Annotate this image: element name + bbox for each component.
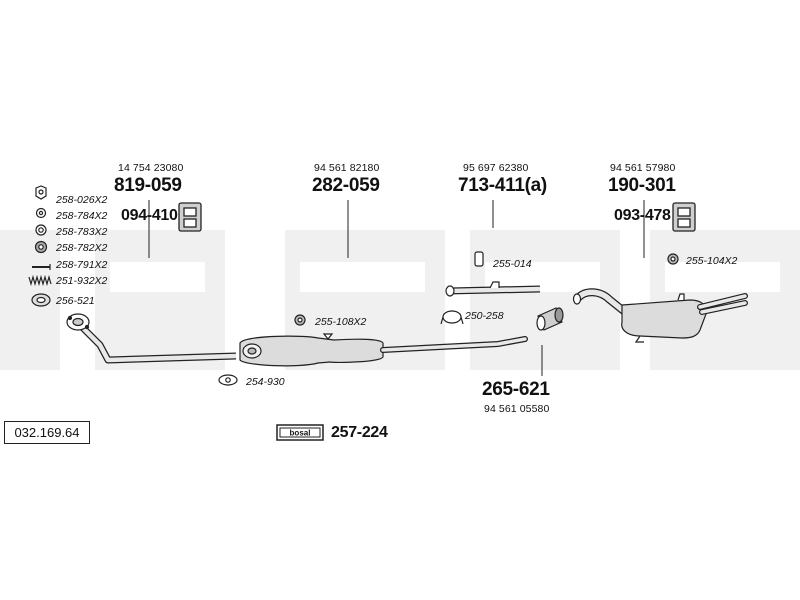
part-number[interactable]: 190-301: [608, 175, 676, 196]
oem-number: 14 754 23080: [118, 162, 184, 174]
rear-silencer: [572, 288, 748, 343]
middle-silencer: [239, 333, 528, 367]
mount-part-number[interactable]: 093-478: [614, 207, 671, 224]
accessory-label: 255-104X2: [686, 255, 738, 267]
part-number[interactable]: 265-621: [482, 379, 550, 400]
accessory-label: 254-930: [246, 376, 285, 388]
clamp-part: [440, 310, 464, 325]
accessory-icons: [218, 251, 679, 386]
hardware-label: 258-782X2: [55, 242, 108, 254]
kit-brand-text: bosal: [290, 429, 311, 438]
part-number[interactable]: 282-059: [312, 175, 380, 196]
spring-icon: [28, 274, 52, 287]
hardware-label: 256-521: [55, 295, 95, 307]
rear-intermediate-pipe: [445, 281, 541, 297]
connector-part: [536, 307, 564, 331]
hardware-label: 258-784X2: [55, 210, 108, 222]
accessory-label: 255-108X2: [315, 316, 367, 328]
front-pipe: [66, 313, 237, 364]
hardware-label: 258-791X2: [55, 259, 108, 271]
bosal-kit-logo-icon: bosal: [276, 424, 324, 441]
kit-part-number[interactable]: 257-224: [331, 424, 388, 441]
mount-bracket-front: [178, 202, 202, 232]
part-number[interactable]: 819-059: [114, 175, 182, 196]
hardware-label: 258-026X2: [55, 194, 108, 206]
catalog-number: 032.169.64: [14, 425, 80, 440]
oem-number: 95 697 62380: [463, 162, 529, 174]
hanger-255-014-icon: [474, 251, 484, 267]
part-number[interactable]: 713-411(a): [458, 175, 547, 196]
hardware-label: 251-932X2: [55, 275, 108, 287]
hardware-icons: [28, 185, 52, 307]
catalog-number-box: 032.169.64: [4, 421, 90, 444]
accessory-label: 250-258: [465, 310, 504, 322]
oem-number: 94 561 05580: [484, 403, 550, 415]
hardware-label: 258-783X2: [55, 226, 108, 238]
mount-bracket-rear: [672, 202, 696, 232]
accessory-label: 255-014: [493, 258, 532, 270]
oem-number: 94 561 57980: [610, 162, 676, 174]
mount-part-number[interactable]: 094-410: [121, 207, 178, 224]
oem-number: 94 561 82180: [314, 162, 380, 174]
